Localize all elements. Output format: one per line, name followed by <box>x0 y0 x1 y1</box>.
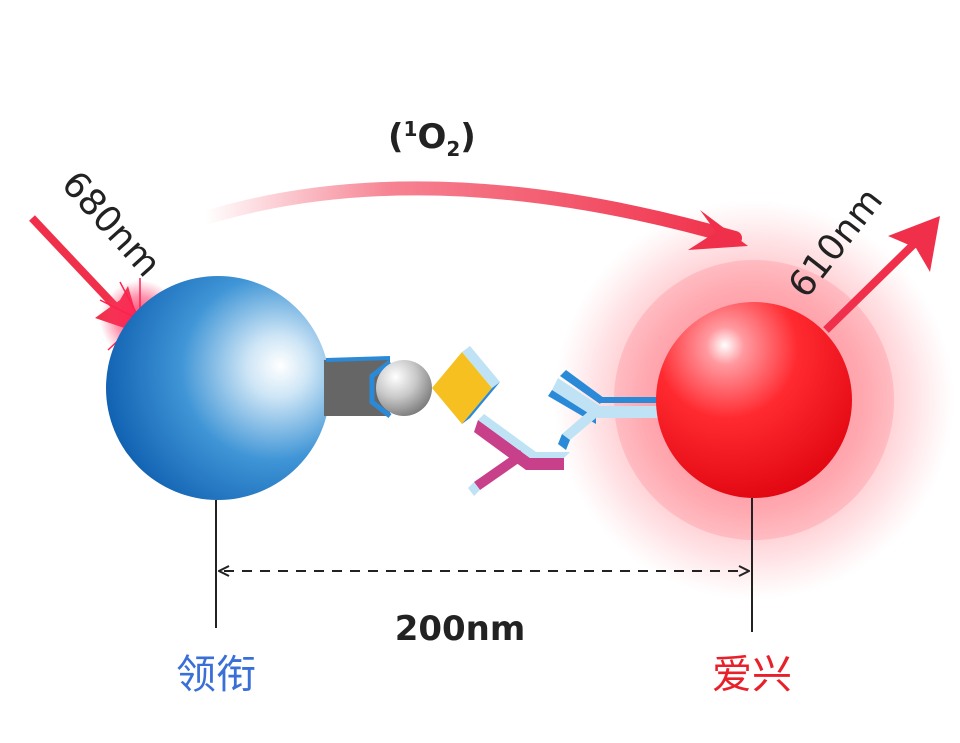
antibody-blue-icon <box>548 370 658 450</box>
donor-linker <box>324 356 392 418</box>
distance-label: 200nm <box>395 609 526 649</box>
biotin-ball <box>376 360 432 416</box>
donor-label: 领衔 <box>176 652 256 698</box>
acceptor-label: 爱兴 <box>712 652 792 698</box>
emission-arrow <box>823 216 940 333</box>
donor-bead <box>106 276 330 500</box>
acceptor-bead <box>656 302 852 498</box>
antigen-icon <box>432 346 500 424</box>
antibody-magenta-icon <box>468 414 570 496</box>
excitation-wavelength-label: 680nm <box>53 164 168 286</box>
singlet-oxygen-label: (1O2) <box>388 117 476 161</box>
singlet-oxygen-arrow <box>198 181 748 250</box>
